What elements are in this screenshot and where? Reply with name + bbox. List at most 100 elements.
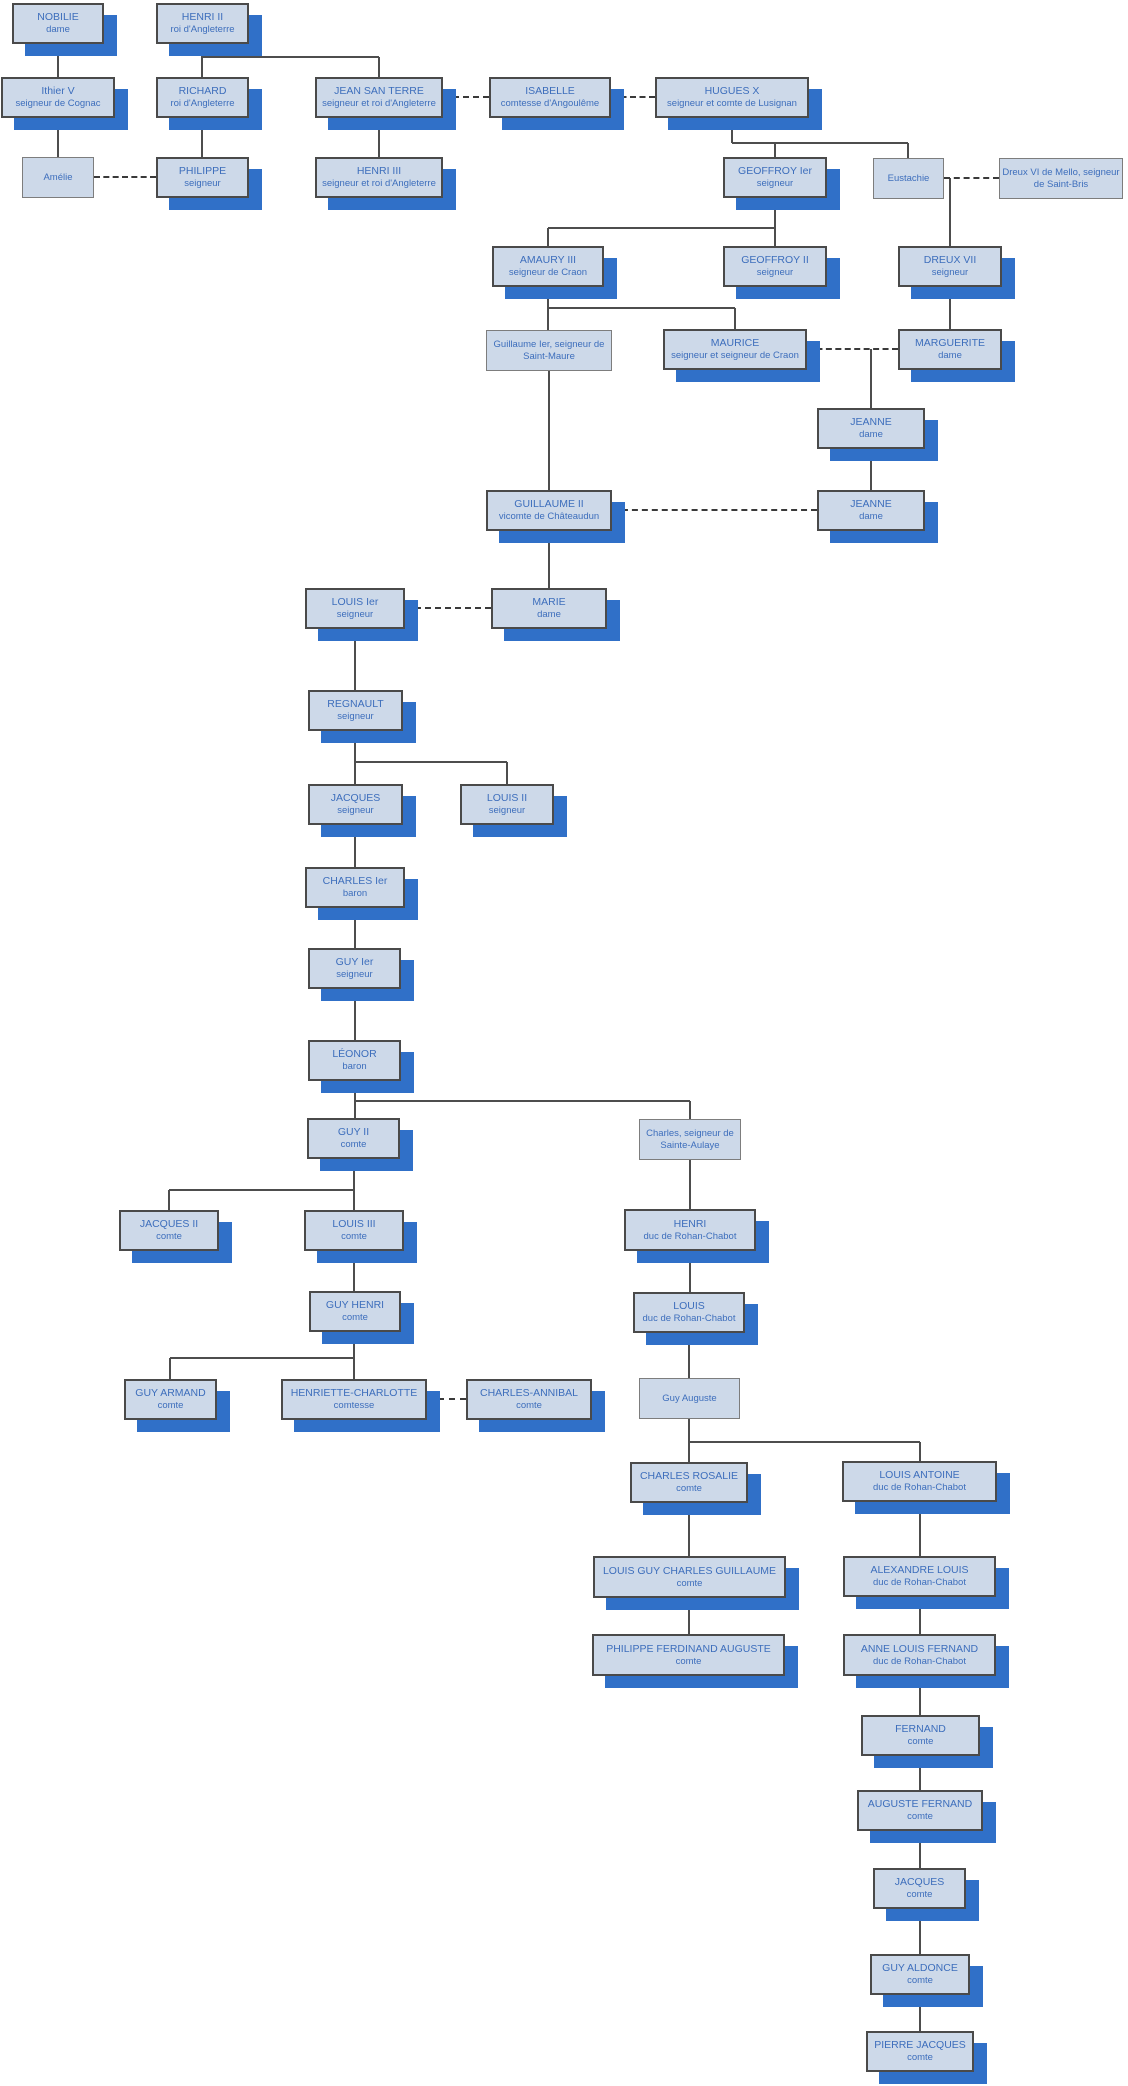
person-name: MARIE (532, 596, 566, 608)
descent-line (688, 1597, 690, 1634)
descent-line (201, 118, 203, 157)
descent-line (506, 762, 508, 784)
person-node-guillaume1[interactable]: Guillaume Ier, seigneur de Saint-Maure (486, 330, 612, 371)
descent-line (689, 1441, 920, 1443)
person-name: LOUIS Ier (331, 596, 379, 608)
person-name: HENRIETTE-CHARLOTTE (290, 1387, 418, 1399)
person-name: GUY ALDONCE (882, 1962, 958, 1974)
person-name: HENRI (673, 1217, 707, 1230)
person-node-amelie[interactable]: Amélie (22, 157, 94, 198)
descent-line (353, 1332, 355, 1358)
person-name: Ithier V (41, 85, 75, 97)
person-node-charlessa[interactable]: Charles, seigneur de Sainte-Aulaye (639, 1119, 741, 1160)
descent-line (168, 1190, 170, 1210)
person-title: seigneur et comte de Lusignan (667, 98, 797, 109)
person-title: roi d'Angleterre (170, 98, 235, 109)
person-title: comte (516, 1400, 542, 1411)
person-name: Charles, seigneur de Sainte-Aulaye (646, 1127, 734, 1151)
person-node-eustachie[interactable]: Eustachie (873, 158, 944, 199)
person-name: GEOFFROY II (741, 254, 809, 266)
person-title: vicomte de Châteaudun (498, 511, 600, 522)
person-title: baron (342, 1061, 367, 1072)
descent-line (378, 118, 380, 157)
person-title: seigneur (336, 609, 374, 620)
person-title: comtesse (333, 1400, 375, 1411)
person-title: comte (157, 1400, 184, 1411)
person-name: JEANNE (850, 498, 892, 510)
person-name: REGNAULT (327, 698, 384, 710)
descent-line (689, 1101, 691, 1119)
person-name: NOBILIE (37, 11, 79, 23)
person-node-dreux6[interactable]: Dreux VI de Mello, seigneur de Saint-Bri… (999, 158, 1123, 199)
descent-line (734, 308, 736, 329)
descent-line (548, 227, 775, 229)
person-name: CHARLES-ANNIBAL (479, 1387, 579, 1399)
person-name: GUY Ier (335, 956, 374, 968)
descent-line (731, 118, 733, 143)
person-title: comte (907, 2052, 933, 2063)
descent-line (354, 908, 356, 948)
person-name: JEAN SAN TERRE (334, 85, 424, 97)
person-name: GUILLAUME II (514, 498, 584, 510)
descent-line (547, 308, 549, 330)
person-title: duc de Rohan-Chabot (643, 1230, 737, 1242)
person-name: LOUIS III (332, 1218, 376, 1230)
person-title: seigneur de Cognac (15, 98, 101, 109)
person-title: dame (859, 511, 883, 522)
person-name: Amélie (43, 171, 73, 183)
descent-line (907, 143, 909, 158)
person-title: roi d'Angleterre (170, 24, 235, 35)
person-node-guyauguste[interactable]: Guy Auguste (639, 1378, 740, 1419)
person-name: GUY HENRI (325, 1299, 385, 1311)
person-name: HENRI III (356, 165, 402, 177)
person-title: comte (906, 1889, 933, 1900)
person-title: duc de Rohan-Chabot (873, 1482, 966, 1493)
